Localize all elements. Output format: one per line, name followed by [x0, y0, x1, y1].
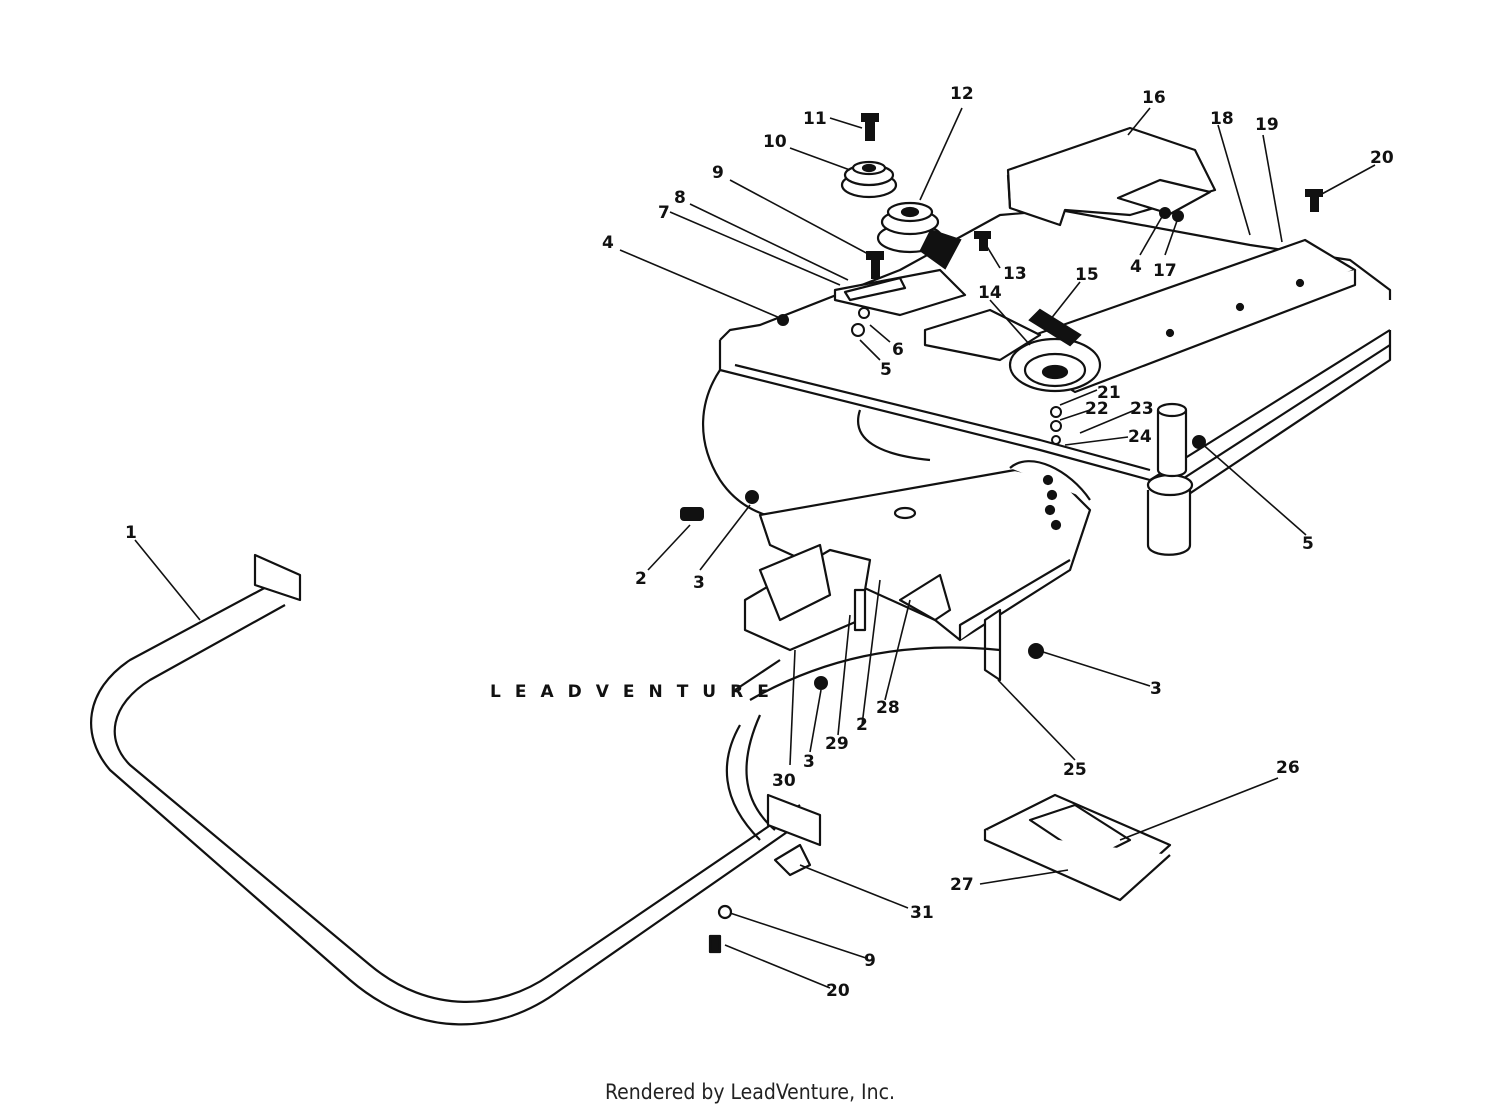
callout-19: 19 — [1255, 115, 1279, 135]
callout-18: 18 — [1210, 109, 1234, 129]
callout-30: 30 — [772, 771, 796, 791]
callout-10: 10 — [763, 132, 787, 152]
belt-guard — [1006, 126, 1217, 227]
callout-1: 1 — [125, 523, 137, 543]
callout-28: 28 — [876, 698, 900, 718]
callouts: 1 2 3 4 5 6 7 8 9 10 11 12 13 14 15 16 4… — [125, 84, 1394, 1001]
plate-26 — [983, 793, 1172, 902]
watermark-text: LEADVENTURE — [490, 682, 783, 702]
pulley-12 — [876, 201, 962, 270]
callout-31: 31 — [910, 903, 934, 923]
callout-9b: 9 — [864, 951, 876, 971]
callout-23: 23 — [1130, 399, 1154, 419]
callout-2b: 2 — [856, 715, 868, 735]
footer-credit: Rendered by LeadVenture, Inc. — [605, 1080, 895, 1104]
callout-3: 3 — [693, 573, 705, 593]
leader-lines — [134, 107, 1376, 989]
callout-17: 17 — [1153, 261, 1177, 281]
callout-15: 15 — [1075, 265, 1099, 285]
callout-11: 11 — [803, 109, 827, 129]
callout-24: 24 — [1128, 427, 1152, 447]
callout-20b: 20 — [826, 981, 850, 1001]
callout-5b: 5 — [1302, 534, 1314, 554]
spindle-post — [1146, 402, 1194, 556]
hardware — [680, 113, 1323, 690]
callout-7: 7 — [658, 203, 670, 223]
pulley-10 — [840, 160, 898, 199]
callout-22: 22 — [1085, 399, 1109, 419]
lower-bracket — [743, 543, 1002, 682]
bumper-tube — [90, 553, 822, 1026]
callout-12: 12 — [950, 84, 974, 104]
callout-21: 21 — [1097, 383, 1121, 403]
callout-14: 14 — [978, 283, 1002, 303]
callout-8: 8 — [674, 188, 686, 208]
callout-26: 26 — [1276, 758, 1300, 778]
hitch-bracket — [758, 460, 1092, 642]
callout-9: 9 — [712, 163, 724, 183]
pulley-14 — [1008, 308, 1102, 393]
callout-16: 16 — [1142, 88, 1166, 108]
callout-13: 13 — [1003, 264, 1027, 284]
callout-27: 27 — [950, 875, 974, 895]
idler-arm — [833, 268, 1042, 362]
callout-3b: 3 — [1150, 679, 1162, 699]
callout-4b: 4 — [1130, 257, 1142, 277]
callout-2: 2 — [635, 569, 647, 589]
callout-3c: 3 — [803, 752, 815, 772]
hitch-arc — [725, 646, 1001, 841]
callout-29: 29 — [825, 734, 849, 754]
callout-6: 6 — [892, 340, 904, 360]
callout-25: 25 — [1063, 760, 1087, 780]
callout-5: 5 — [880, 360, 892, 380]
callout-20: 20 — [1370, 148, 1394, 168]
callout-4: 4 — [602, 233, 614, 253]
